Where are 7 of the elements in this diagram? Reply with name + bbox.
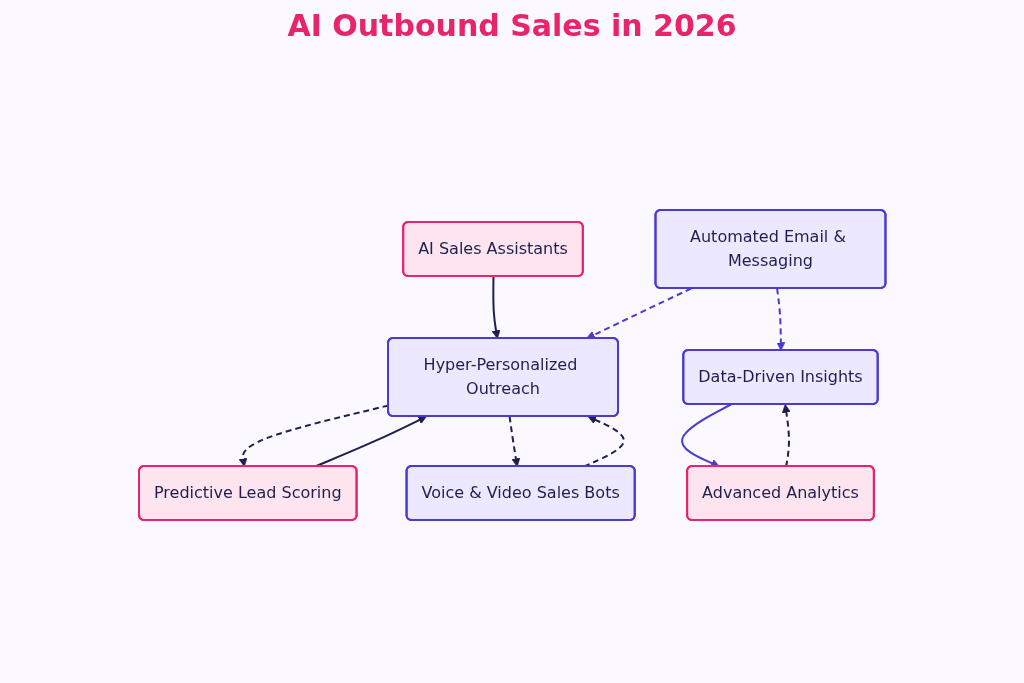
arrow [680,403,732,468]
arrow [508,415,520,467]
arrow [491,275,501,339]
arrow [781,404,791,468]
diagram-title: AI Outbound Sales in 2026 [287,8,737,43]
arrow [775,287,786,351]
arrow [585,287,692,339]
